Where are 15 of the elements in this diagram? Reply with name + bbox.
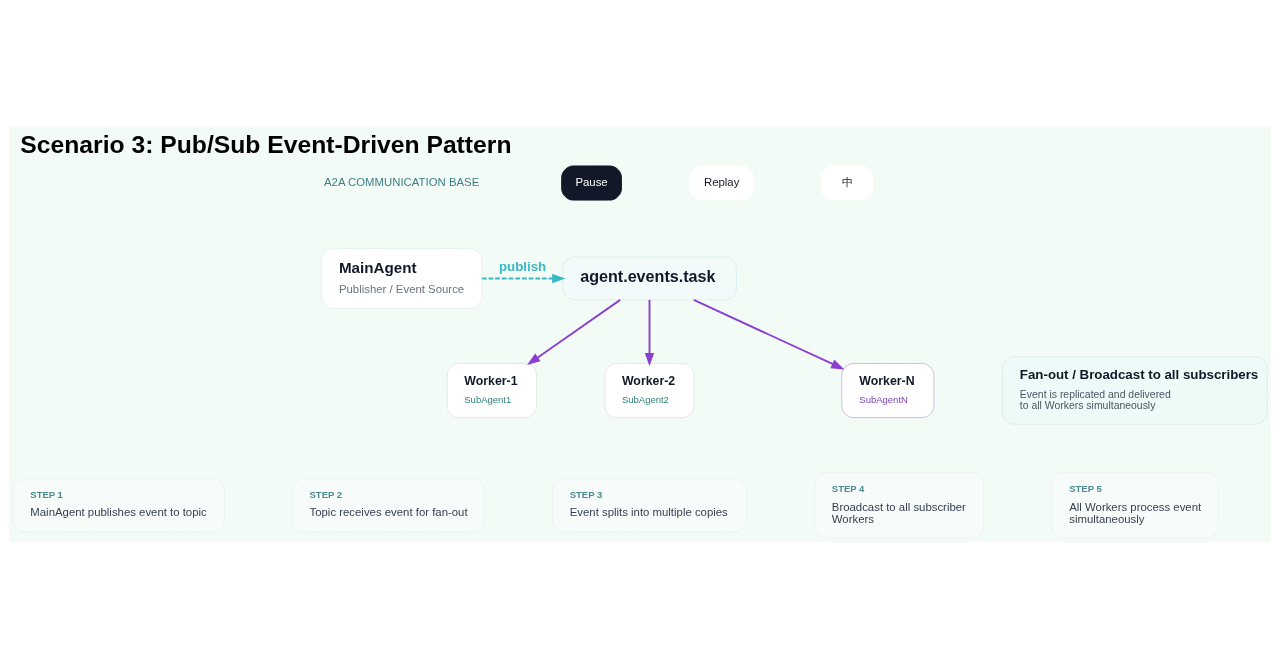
node-box: Worker-N SubAgentN <box>841 362 935 418</box>
node-box: MainAgent Publisher / Event Source <box>320 247 483 309</box>
node-box: agent.events.task <box>562 256 737 300</box>
label: 中 <box>841 175 853 188</box>
label: Pause <box>575 175 608 188</box>
arrow <box>692 298 845 369</box>
diagram-title: Scenario 3: Pub/Sub Event-Driven Pattern <box>20 130 512 158</box>
edge-label: publish <box>498 258 547 274</box>
node-box: Worker-1 SubAgent1 <box>446 362 537 418</box>
arrow <box>527 298 622 365</box>
label: Replay <box>703 175 740 188</box>
label: A2A COMMUNICATION BASE <box>324 175 480 188</box>
arrow <box>481 273 566 283</box>
arrow <box>644 298 655 366</box>
node-box: Worker-2 SubAgent2 <box>604 362 695 418</box>
